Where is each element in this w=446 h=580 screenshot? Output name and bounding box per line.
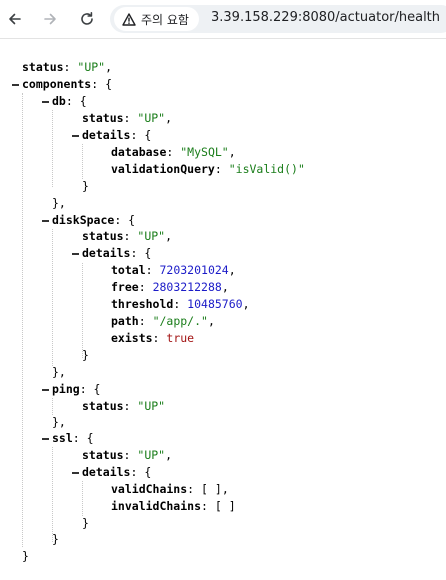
collapse-toggle-diskspace[interactable]: [42, 220, 49, 222]
json-key: details: [82, 246, 131, 260]
json-key: validationQuery: [111, 162, 215, 176]
back-arrow-icon: [9, 13, 21, 25]
collapse-toggle-ssl-details[interactable]: [72, 472, 79, 474]
json-key: status: [22, 60, 64, 74]
json-key: database: [111, 145, 167, 159]
json-row: details: {: [82, 465, 152, 479]
indent-guide: [52, 398, 53, 415]
json-key: invalidChains: [111, 499, 202, 513]
json-key: path: [111, 314, 139, 328]
security-warning-label: 주의 요함: [141, 12, 189, 27]
collapse-toggle-db-details[interactable]: [72, 135, 79, 137]
json-row: database: "MySQL",: [111, 145, 236, 159]
json-row: }: [52, 532, 59, 546]
json-key: diskSpace: [52, 213, 115, 227]
json-row: },: [52, 196, 66, 210]
json-string-value: "UP": [137, 111, 166, 125]
json-string-value: "isValid()": [228, 162, 305, 176]
json-row: ping: {: [52, 382, 101, 396]
json-row: validationQuery: "isValid()": [111, 162, 305, 176]
json-key: free: [111, 280, 139, 294]
indent-guide: [52, 110, 53, 187]
indent-guide: [82, 263, 83, 358]
collapse-toggle-ping[interactable]: [42, 389, 49, 391]
browser-toolbar: 주의 요함 3.39.158.229:8080/actuator/health: [0, 0, 446, 39]
json-string-value: "UP": [137, 448, 166, 462]
json-row: free: 2803212288,: [111, 280, 229, 294]
json-string-value: "UP": [137, 399, 166, 413]
json-string-value: "UP": [137, 229, 166, 243]
json-number-value: 10485760: [187, 297, 243, 311]
json-number-value: 2803212288: [152, 280, 222, 294]
json-row: diskSpace: {: [52, 213, 136, 227]
json-row: status: "UP",: [82, 448, 173, 462]
json-row: components: {: [22, 77, 113, 91]
json-row: details: {: [82, 246, 152, 260]
json-row: }: [82, 179, 89, 193]
json-row: status: "UP",: [82, 229, 173, 243]
json-key: status: [82, 111, 124, 125]
json-row: status: "UP",: [22, 60, 113, 74]
json-row: status: "UP": [82, 399, 166, 413]
json-key: db: [52, 94, 66, 108]
json-row: invalidChains: [ ]: [111, 499, 236, 513]
json-row: },: [52, 365, 66, 379]
json-key: details: [82, 465, 131, 479]
indent-guide: [22, 93, 23, 547]
json-number-value: 7203201024: [159, 263, 229, 277]
indent-guide: [82, 144, 83, 179]
json-row: path: "/app/.",: [111, 314, 215, 328]
json-key: exists: [111, 331, 153, 345]
json-key: details: [82, 128, 131, 142]
json-row: validChains: [ ],: [111, 482, 229, 496]
json-row: threshold: 10485760,: [111, 297, 250, 311]
indent-guide: [52, 229, 53, 366]
json-key: ping: [52, 382, 80, 396]
address-bar[interactable]: 주의 요함 3.39.158.229:8080/actuator/health: [110, 5, 446, 33]
json-key: status: [82, 229, 124, 243]
indent-guide: [82, 481, 83, 516]
collapse-toggle-components[interactable]: [12, 84, 19, 86]
json-boolean-value: true: [166, 331, 195, 345]
json-row: total: 7203201024,: [111, 263, 236, 277]
reload-icon: [81, 12, 93, 25]
json-row: }: [22, 549, 29, 563]
back-button[interactable]: [3, 7, 27, 31]
url-text[interactable]: 3.39.158.229:8080/actuator/health: [211, 10, 441, 25]
collapse-toggle-ssl[interactable]: [42, 438, 49, 440]
json-string-value: "/app/.": [152, 314, 208, 328]
json-row: ssl: {: [52, 431, 94, 445]
json-key: validChains: [111, 482, 188, 496]
json-string-value: "MySQL": [180, 145, 229, 159]
json-row: details: {: [82, 128, 152, 142]
collapse-toggle-db[interactable]: [42, 101, 49, 103]
json-row: status: "UP",: [82, 111, 173, 125]
security-warning-chip[interactable]: 주의 요함: [114, 7, 199, 31]
json-row: db: {: [52, 94, 87, 108]
collapse-toggle-diskspace-details[interactable]: [72, 253, 79, 255]
json-string-value: "UP": [77, 60, 106, 74]
json-key: components: [22, 77, 92, 91]
json-key: status: [82, 448, 124, 462]
json-row: exists: true: [111, 331, 195, 345]
json-array-value: [ ]: [201, 482, 222, 496]
json-key: ssl: [52, 431, 73, 445]
json-row: }: [82, 348, 89, 362]
indent-guide: [52, 447, 53, 542]
forward-button[interactable]: [38, 7, 62, 31]
json-key: total: [111, 263, 146, 277]
reload-button[interactable]: [75, 7, 99, 31]
warning-triangle-icon: [122, 12, 136, 26]
json-viewer: status: "UP", components: { db: { status…: [0, 40, 446, 580]
json-key: threshold: [111, 297, 174, 311]
json-array-value: [ ]: [214, 499, 236, 513]
forward-arrow-icon: [44, 13, 56, 25]
json-key: status: [82, 399, 124, 413]
json-row: },: [52, 415, 66, 429]
json-row: }: [82, 516, 89, 530]
